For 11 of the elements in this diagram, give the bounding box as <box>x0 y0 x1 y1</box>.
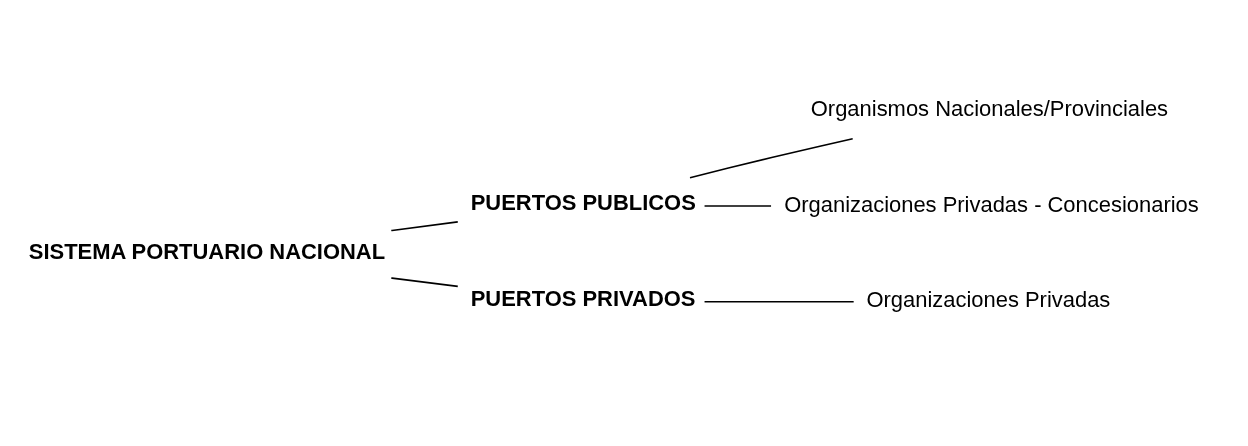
connector <box>703 205 772 207</box>
connector <box>689 137 854 179</box>
connector <box>390 277 459 288</box>
node-text: Organismos Nacionales/Provinciales <box>810 96 1169 122</box>
node-text: Organizaciones Privadas <box>866 287 1111 313</box>
node-text: PUERTOS PUBLICOS <box>470 190 696 216</box>
node-text: PUERTOS PRIVADOS <box>470 285 696 311</box>
connector <box>703 300 855 303</box>
node-text: SISTEMA PORTUARIO NACIONAL <box>28 238 386 264</box>
node-text: Organizaciones Privadas - Concesionarios <box>784 191 1199 217</box>
connector <box>390 221 459 232</box>
